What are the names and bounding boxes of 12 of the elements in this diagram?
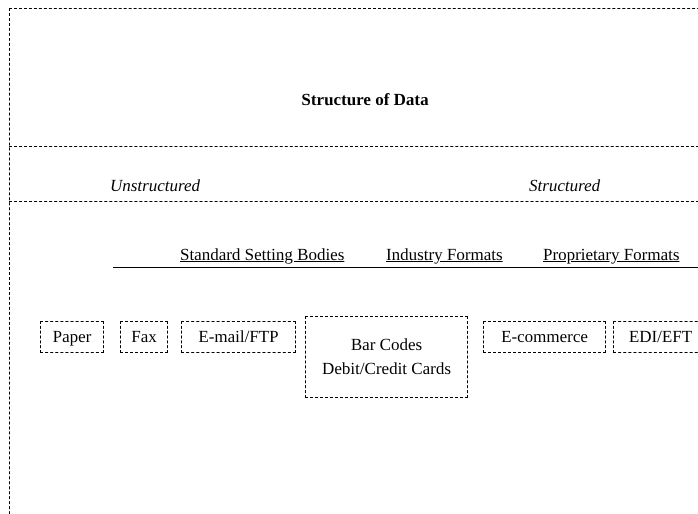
column-heading: Unstructured — [110, 176, 200, 196]
category-heading: Standard Setting Bodies — [180, 245, 344, 265]
title: Structure of Data — [300, 90, 430, 110]
column-heading: Structured — [529, 176, 600, 196]
text-box: Bar Codes Debit/Credit Cards — [305, 316, 468, 398]
text-box: E-mail/FTP — [181, 321, 296, 353]
category-heading: Proprietary Formats — [543, 245, 680, 265]
text-box: Paper — [40, 321, 104, 353]
text-box: EDI/EFT — [613, 321, 698, 353]
category-heading: Industry Formats — [386, 245, 503, 265]
text-box: Fax — [120, 321, 168, 353]
text-box: E-commerce — [483, 321, 606, 353]
